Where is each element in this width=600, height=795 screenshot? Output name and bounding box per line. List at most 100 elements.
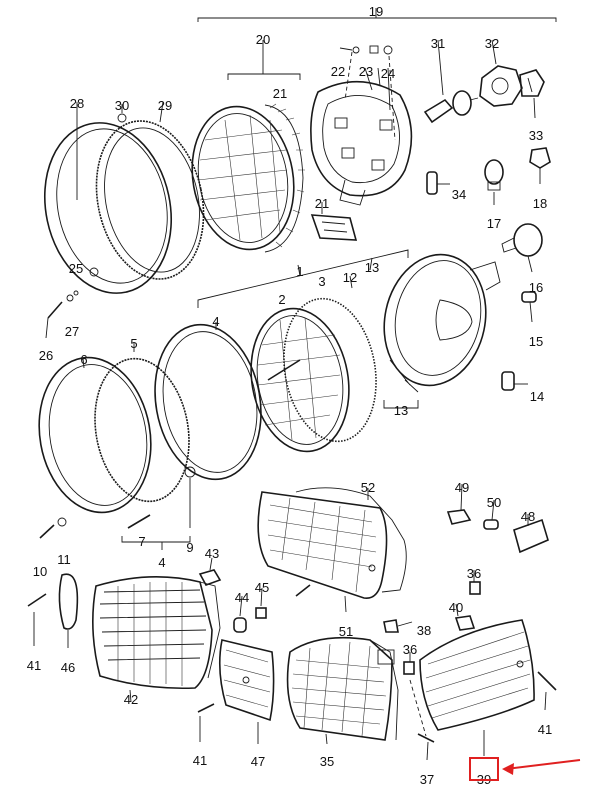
callout-c21a: 21: [273, 86, 287, 101]
bulb-16: [501, 223, 543, 273]
highlight-arrow: [502, 759, 581, 775]
callout-c47: 47: [251, 754, 265, 769]
callout-c19: 19: [369, 4, 383, 19]
clip-25: [89, 267, 99, 277]
callout-c34: 34: [452, 187, 466, 202]
turn-signal-lens-52: [257, 487, 407, 599]
clip-30: [117, 113, 127, 123]
callout-c46: 46: [61, 660, 75, 675]
callout-c48: 48: [521, 509, 535, 524]
fog-lamp-42: [92, 576, 221, 690]
callout-c2: 2: [278, 292, 285, 307]
screw-26-27: [45, 290, 79, 339]
callout-c12: 12: [343, 270, 357, 285]
callout-c18: 18: [533, 196, 547, 211]
callout-c31: 31: [431, 36, 445, 51]
callout-c52: 52: [361, 480, 375, 495]
callout-c33: 33: [529, 128, 543, 143]
headlamp-mounting-ring: [310, 80, 413, 206]
callout-c40: 40: [449, 600, 463, 615]
callout-c50: 50: [487, 495, 501, 510]
trim-ring-6: [38, 356, 152, 514]
clip-36-upper: [469, 570, 481, 595]
callout-c10: 10: [33, 564, 47, 579]
callout-c11: 11: [57, 552, 71, 567]
headlight-bucket: [383, 253, 501, 393]
callout-c45: 45: [255, 580, 269, 595]
callout-c26: 26: [39, 348, 53, 363]
callout-c38: 38: [417, 623, 431, 638]
lens-39: [419, 619, 535, 731]
screw-41-upper: [295, 584, 311, 597]
callout-c30: 30: [115, 98, 129, 113]
callout-c42: 42: [124, 692, 138, 707]
callout-c4a: 4: [212, 314, 219, 329]
bulb-49: [446, 483, 472, 525]
bracket-46: [58, 573, 79, 648]
callout-c23: 23: [359, 64, 373, 79]
screw-41-right: [537, 671, 557, 711]
callout-c41b: 41: [193, 753, 207, 768]
bulb-17: [484, 159, 504, 205]
fog-lamp-bulb-43: [198, 557, 222, 586]
callout-c22: 22: [331, 64, 345, 79]
connector-21: [310, 214, 358, 241]
bulb-socket-cover: [479, 65, 523, 107]
callout-c37: 37: [420, 772, 434, 787]
connector-plug: [519, 69, 545, 97]
callout-c15: 15: [529, 334, 543, 349]
callout-c17: 17: [487, 216, 501, 231]
callout-c20: 20: [256, 32, 270, 47]
lens-47: [218, 639, 275, 722]
bulb-38: [383, 619, 413, 633]
bulb-40: [454, 603, 476, 631]
callout-c43: 43: [205, 546, 219, 561]
callout-c4b: 4: [158, 555, 165, 570]
h4-bulb: [423, 90, 479, 124]
headlamp-35: [286, 636, 399, 741]
screw-37: [417, 733, 435, 761]
bracket-20: [227, 73, 301, 80]
bracket-19: [197, 17, 557, 22]
bracket-1: [197, 249, 409, 308]
callout-c1: 1: [296, 264, 303, 279]
parts-44-45: [233, 587, 267, 633]
callout-c41a: 41: [27, 658, 41, 673]
callout-c14: 14: [530, 389, 544, 404]
screw-41-left: [27, 593, 47, 646]
bulb-15: [521, 291, 537, 323]
highlight-box-39: [469, 757, 499, 781]
small-bulb-34: [426, 171, 450, 195]
seal-ring-3: [283, 297, 377, 443]
callout-c29: 29: [158, 98, 172, 113]
callout-c25: 25: [69, 261, 83, 276]
seal-ring-29: [95, 120, 205, 280]
clip-36-lower: [403, 652, 415, 675]
callout-c36a: 36: [467, 566, 481, 581]
chrome-ring-4: [154, 323, 301, 481]
sealed-beam-lamp-top: [191, 103, 305, 253]
bulb-14: [501, 371, 528, 391]
trim-ring-28: [43, 122, 173, 294]
callout-c13b: 13: [394, 403, 408, 418]
callout-c6: 6: [80, 352, 87, 367]
side-marker-48: [513, 514, 549, 554]
callout-c35: 35: [320, 754, 334, 769]
screws-7-9-10-11: [39, 466, 196, 539]
bulb-holder-18: [529, 147, 551, 184]
callout-c21b: 21: [315, 196, 329, 211]
callout-c3: 3: [318, 274, 325, 289]
callout-c24: 24: [381, 66, 395, 81]
callout-c5: 5: [130, 336, 137, 351]
callout-c44: 44: [235, 590, 249, 605]
screw-41-bottom: [197, 703, 215, 742]
callout-c32: 32: [485, 36, 499, 51]
seal-ring-5: [94, 357, 190, 503]
callout-c36b: 36: [403, 642, 417, 657]
callout-c13a: 13: [365, 260, 379, 275]
callout-c16: 16: [529, 280, 543, 295]
callout-c9: 9: [186, 540, 193, 555]
